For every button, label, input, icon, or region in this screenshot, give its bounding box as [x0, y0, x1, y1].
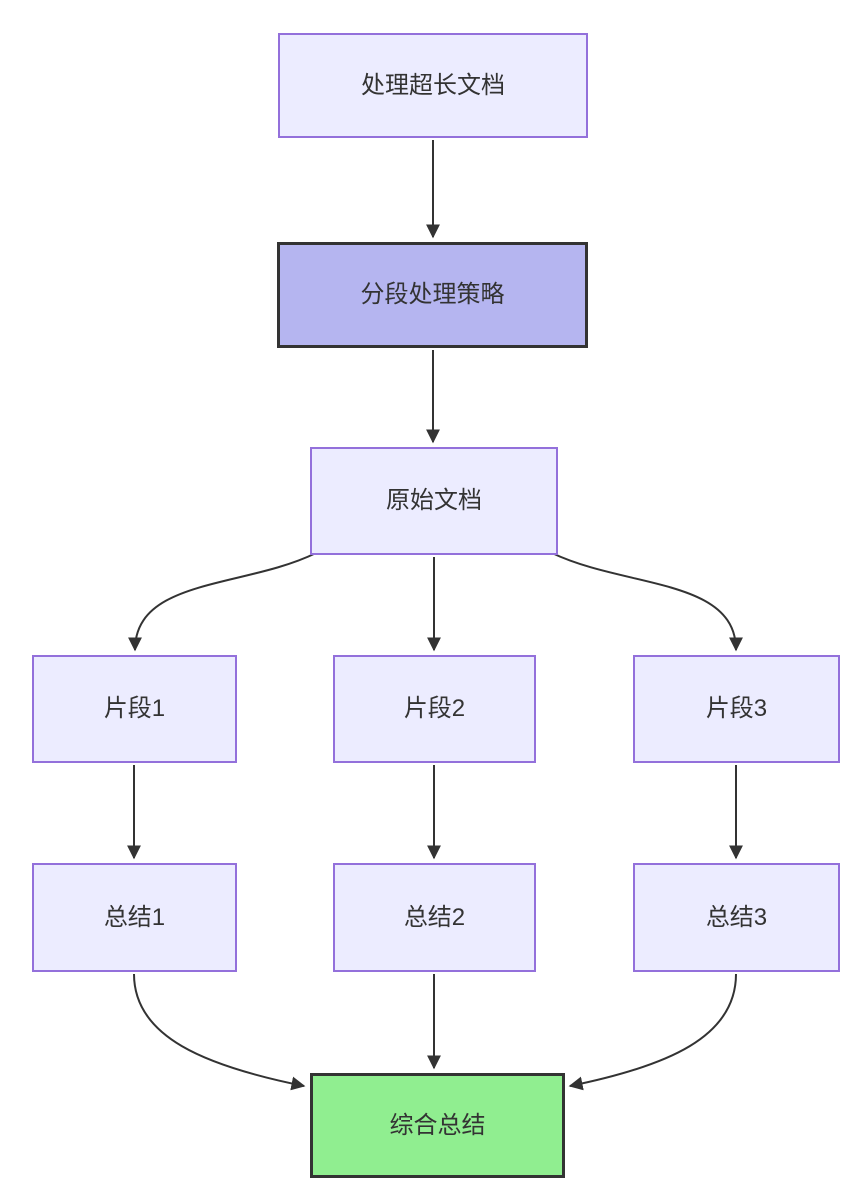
edge-summary-1-to-combined: [133, 973, 306, 1091]
node-summary-2: 总结2: [333, 863, 536, 972]
node-segmentation-strategy: 分段处理策略: [277, 242, 588, 348]
node-process-long-document: 处理超长文档: [278, 33, 588, 138]
node-summary-1: 总结1: [32, 863, 237, 972]
edge-summary-3-to-combined: [568, 973, 737, 1091]
edge-original-to-fragment-1: [128, 552, 317, 652]
node-fragment-2: 片段2: [333, 655, 536, 763]
node-combined-summary: 综合总结: [310, 1073, 565, 1178]
node-fragment-3: 片段3: [633, 655, 840, 763]
node-original-document: 原始文档: [310, 447, 558, 555]
node-fragment-1: 片段1: [32, 655, 237, 763]
node-summary-3: 总结3: [633, 863, 840, 972]
edge-original-to-fragment-3: [551, 552, 743, 652]
